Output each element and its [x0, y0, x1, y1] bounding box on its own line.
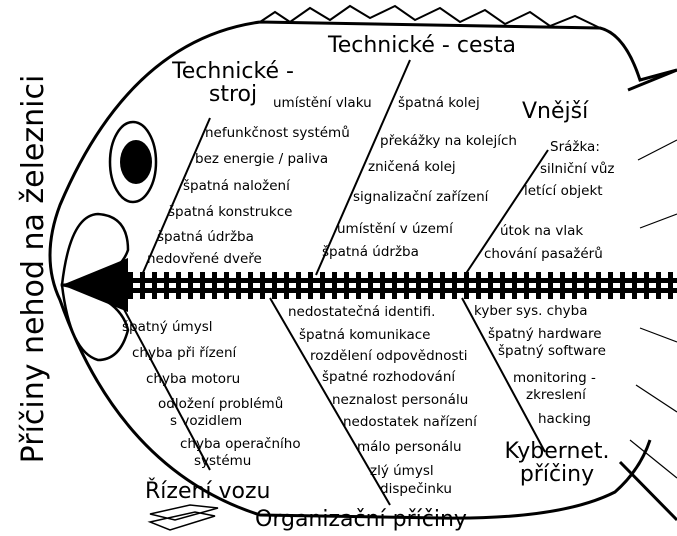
cause-label: kyber sys. chyba [474, 304, 588, 320]
railway-tie [632, 272, 637, 299]
cause-label: chyba při řízení [132, 346, 236, 362]
cause-label: špatná naložení [183, 179, 290, 195]
cause-label: překážky na kolejích [380, 134, 517, 150]
railway-tie [152, 272, 157, 299]
railway-tie [296, 272, 301, 299]
railway-tie [548, 272, 553, 299]
category-vehicle-control: Řízení vozu [145, 480, 271, 503]
cause-label: silniční vůz [540, 162, 615, 178]
railway-tie [332, 272, 337, 299]
cause-label: zkreslení [526, 388, 586, 404]
cause-label: nedostatek nařízení [343, 415, 477, 431]
railway-tie [572, 272, 577, 299]
railway-tie [128, 272, 133, 299]
cause-label: umístění v území [337, 222, 453, 238]
fish-eye-pupil [120, 140, 152, 184]
railway-tie [308, 272, 313, 299]
diagram-title: Příčiny nehod na železnici [17, 45, 51, 493]
railway-tie [536, 272, 541, 299]
railway-tie [440, 272, 445, 299]
cause-label: s vozidlem [170, 414, 242, 430]
railway-tie [272, 272, 277, 299]
railway-tie [464, 272, 469, 299]
railway-tie [644, 272, 649, 299]
cause-label: špatná kolej [398, 96, 480, 112]
cause-label: signalizační zařízení [353, 190, 488, 206]
cause-label: rozdělení odpovědnosti [310, 349, 468, 365]
railway-tie [524, 272, 529, 299]
cause-label: zničená kolej [368, 160, 456, 176]
cause-label: špatná údržba [322, 245, 419, 261]
railway-tie [368, 272, 373, 299]
cause-label: špatná konstrukce [168, 205, 292, 221]
railway-tie [212, 272, 217, 299]
railway-tie [224, 272, 229, 299]
railway-tie [164, 272, 169, 299]
category-technical-track: Technické - cesta [328, 34, 516, 57]
cause-label: nedovřené dveře [147, 252, 262, 268]
railway-tie [500, 272, 505, 299]
railway-tie [140, 272, 145, 299]
category-organizational: Organizační příčiny [255, 508, 467, 531]
cause-label: letící objekt [524, 184, 603, 200]
cause-label: chování pasažérů [484, 247, 603, 263]
cause-label: umístění vlaku [273, 96, 372, 112]
railway-tie [392, 272, 397, 299]
railway-tie [176, 272, 181, 299]
cause-label: dispečinku [380, 482, 452, 498]
railway-tie [476, 272, 481, 299]
cause-label: neznalost personálu [332, 393, 468, 409]
cause-label: zlý úmysl [370, 464, 434, 480]
cause-label: systému [194, 454, 251, 470]
railway-tie [356, 272, 361, 299]
cause-label: málo personálu [357, 440, 462, 456]
railway-tie [248, 272, 253, 299]
railway-tie [188, 272, 193, 299]
category-cyber: Kybernet. příčiny [492, 440, 622, 486]
cause-label: odložení problémů [158, 397, 283, 413]
railway-tie [416, 272, 421, 299]
cause-label: špatné rozhodování [322, 370, 455, 386]
railway-tie [320, 272, 325, 299]
railway-tie [668, 272, 673, 299]
cause-label: špatný úmysl [122, 320, 213, 336]
railway-tie [200, 272, 205, 299]
railway-tie [620, 272, 625, 299]
railway-tie [284, 272, 289, 299]
railway-tie [512, 272, 517, 299]
railway-tie [656, 272, 661, 299]
railway-tie [596, 272, 601, 299]
cause-label: špatný software [498, 344, 606, 360]
railway-tie [452, 272, 457, 299]
railway-tie [608, 272, 613, 299]
railway-tie [380, 272, 385, 299]
railway-tie [236, 272, 241, 299]
railway-tie [344, 272, 349, 299]
cause-label: špatná komunikace [299, 328, 430, 344]
cause-label: chyba motoru [146, 372, 240, 388]
cause-label: monitoring - [513, 371, 596, 387]
category-external: Vnější [522, 100, 588, 123]
railway-track-icon [118, 272, 677, 299]
cause-label: chyba operačního [180, 437, 301, 453]
railway-tie [260, 272, 265, 299]
tail-upper [628, 70, 677, 90]
pelvic-fin [150, 505, 218, 530]
railway-tie [428, 272, 433, 299]
railway-tie [488, 272, 493, 299]
cause-label: útok na vlak [500, 224, 583, 240]
cause-label: Srážka: [550, 140, 600, 156]
railway-tie [560, 272, 565, 299]
cause-label: hacking [538, 412, 591, 428]
cause-label: nedostatečná identifi. [288, 305, 435, 321]
cause-label: nefunkčnost systémů [205, 126, 350, 142]
gill-lines [630, 140, 677, 478]
cause-label: špatný hardware [488, 327, 602, 343]
railway-tie [404, 272, 409, 299]
cause-label: špatná údržba [157, 230, 254, 246]
railway-tie [584, 272, 589, 299]
cause-label: bez energie / paliva [195, 152, 328, 168]
